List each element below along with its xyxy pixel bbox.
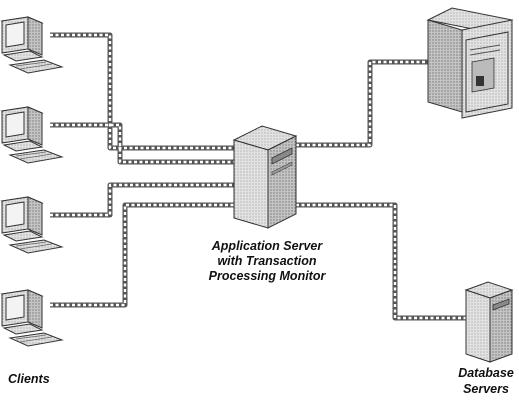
- application-server-icon: [232, 125, 298, 229]
- connection-lines: [50, 32, 470, 321]
- app-server-label-line2: with Transaction: [217, 254, 316, 268]
- clients-label: Clients: [8, 372, 50, 386]
- db-servers-label-line1: Database: [458, 366, 514, 380]
- app-server-label-line3: Processing Monitor: [209, 269, 327, 283]
- db-servers-label-line2: Servers: [463, 382, 509, 396]
- client-computer-icon: [1, 16, 63, 74]
- client-computer-icon: [1, 289, 63, 347]
- client-computer-icon: [1, 106, 63, 164]
- client-computer-icon: [1, 196, 63, 254]
- database-server-icon: [426, 7, 514, 119]
- app-server-label-line1: Application Server: [211, 239, 324, 253]
- database-server-icon: [464, 281, 514, 363]
